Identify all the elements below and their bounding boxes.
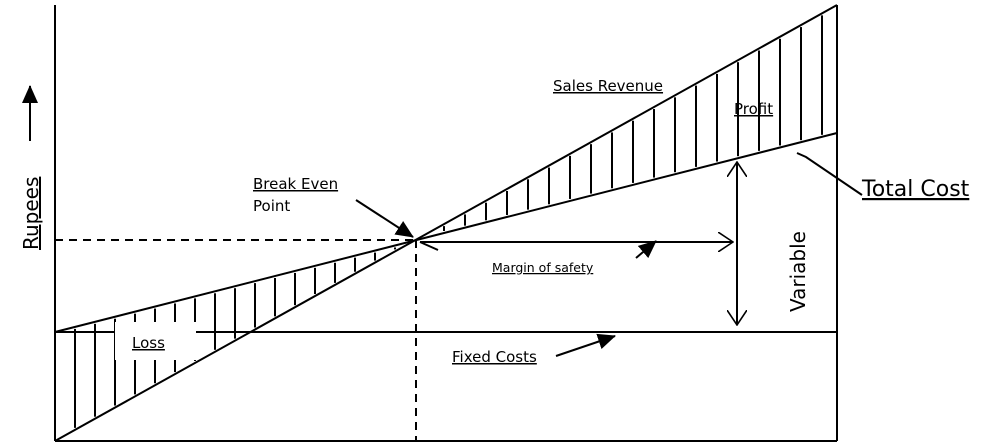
bep-pointer-arrow <box>355 199 414 238</box>
sales-revenue-line <box>54 4 838 442</box>
loss-label: Loss <box>132 334 165 352</box>
hatching <box>74 15 823 428</box>
margin-of-safety-label: Margin of safety <box>492 260 594 275</box>
total-cost-label: Total Cost <box>861 177 970 202</box>
total-cost-line <box>54 132 838 333</box>
total-cost-pointer-arrow <box>796 152 863 196</box>
profit-label: Profit <box>734 100 773 118</box>
fixed-costs-pointer-arrow <box>555 333 616 357</box>
sales-revenue-label: Sales Revenue <box>553 77 663 95</box>
fixed-costs-label: Fixed Costs <box>452 348 537 366</box>
break-even-label-2: Point <box>253 197 290 215</box>
bep-open-arrow <box>419 241 439 251</box>
y-axis-label: Rupees <box>19 177 43 250</box>
margin-of-safety-pointer-arrow <box>635 240 657 259</box>
loss-label-box <box>115 322 196 360</box>
break-even-label: Break Even <box>253 175 338 193</box>
variable-label: Variable <box>786 231 810 312</box>
